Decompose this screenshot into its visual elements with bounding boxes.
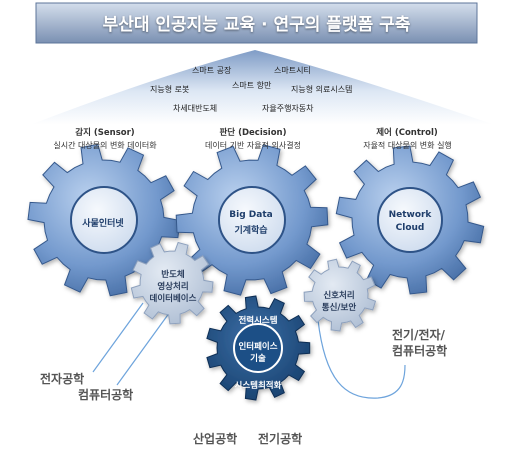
technology-label: 기술 (250, 354, 266, 364)
interface-label: 인터페이스 (238, 342, 278, 352)
system-optimization-label: 시스템최적화 (234, 381, 282, 391)
banner-title: 부산대 인공지능 교육 · 연구의 플랫폼 구축 (102, 15, 411, 35)
semiconductor-gear (130, 241, 214, 325)
app-label-intelligent-robot: 지능형 로봇 (150, 85, 190, 94)
decision-gear-hub (218, 186, 286, 254)
control-subtitle: 자율적 대상물의 변화 실행 (363, 141, 452, 150)
power-gear-hub (233, 323, 283, 373)
app-label-smart-factory: 스마트 공장 (192, 66, 232, 75)
machine-learning-label: 기계학습 (234, 226, 268, 236)
app-label-next-gen-semiconductor: 차세대반도체 (173, 104, 218, 113)
app-label-autonomous-vehicle: 자율주행자동차 (262, 104, 314, 113)
comm-security-label: 통신/보안 (321, 303, 357, 313)
bigdata-label: Big Data (229, 210, 273, 220)
semiconductor-gear-body (130, 241, 214, 325)
sensor-heading: 감지 (Sensor) (75, 128, 135, 138)
signal-processing-label: 신호처리 (323, 291, 355, 301)
cloud-label: Cloud (395, 223, 425, 233)
sensor-subtitle: 실시간 대상물의 변화 데이터화 (53, 141, 157, 150)
decision-gear (175, 144, 329, 296)
dept-electrical: 전기공학 (258, 432, 303, 446)
network-label: Network (388, 210, 432, 220)
app-label-smart-city: 스마트시티 (274, 66, 311, 75)
app-label-intelligent-medical: 지능형 의료시스템 (291, 85, 353, 94)
power-system-label: 전력시스템 (238, 316, 278, 326)
control-gear-hub (377, 187, 443, 253)
dept-eee-line2: 컴퓨터공학 (392, 344, 448, 358)
semiconductor-label: 반도체 (161, 270, 185, 280)
dept-computer: 컴퓨터공학 (78, 388, 134, 402)
control-heading: 제어 (Control) (376, 128, 438, 138)
dept-electronics: 전자공학 (40, 372, 85, 386)
sensor-gear-hub (70, 186, 138, 254)
dept-eee-line1: 전기/전자/ (392, 328, 445, 342)
link-line-eee (317, 319, 406, 399)
dept-industrial: 산업공학 (193, 432, 238, 446)
application-fan (30, 50, 495, 125)
title-banner (35, 2, 478, 44)
signal-gear-body (303, 258, 377, 332)
iot-label: 사물인터넷 (82, 219, 124, 229)
app-label-smart-port: 스마트 항만 (232, 81, 272, 90)
decision-heading: 판단 (Decision) (219, 128, 287, 138)
image-processing-label: 영상처리 (157, 282, 189, 292)
power-gear (206, 295, 311, 401)
link-line-computer (116, 304, 176, 386)
link-lines (92, 302, 406, 399)
decision-subtitle: 데이터 기반 자율적 의사결정 (205, 141, 301, 150)
control-gear (335, 145, 485, 295)
signal-gear (303, 258, 377, 332)
link-line-electronics (92, 302, 144, 373)
gear-layer (27, 143, 485, 401)
database-label: 데이터베이스 (149, 294, 197, 304)
sensor-gear (27, 143, 181, 297)
